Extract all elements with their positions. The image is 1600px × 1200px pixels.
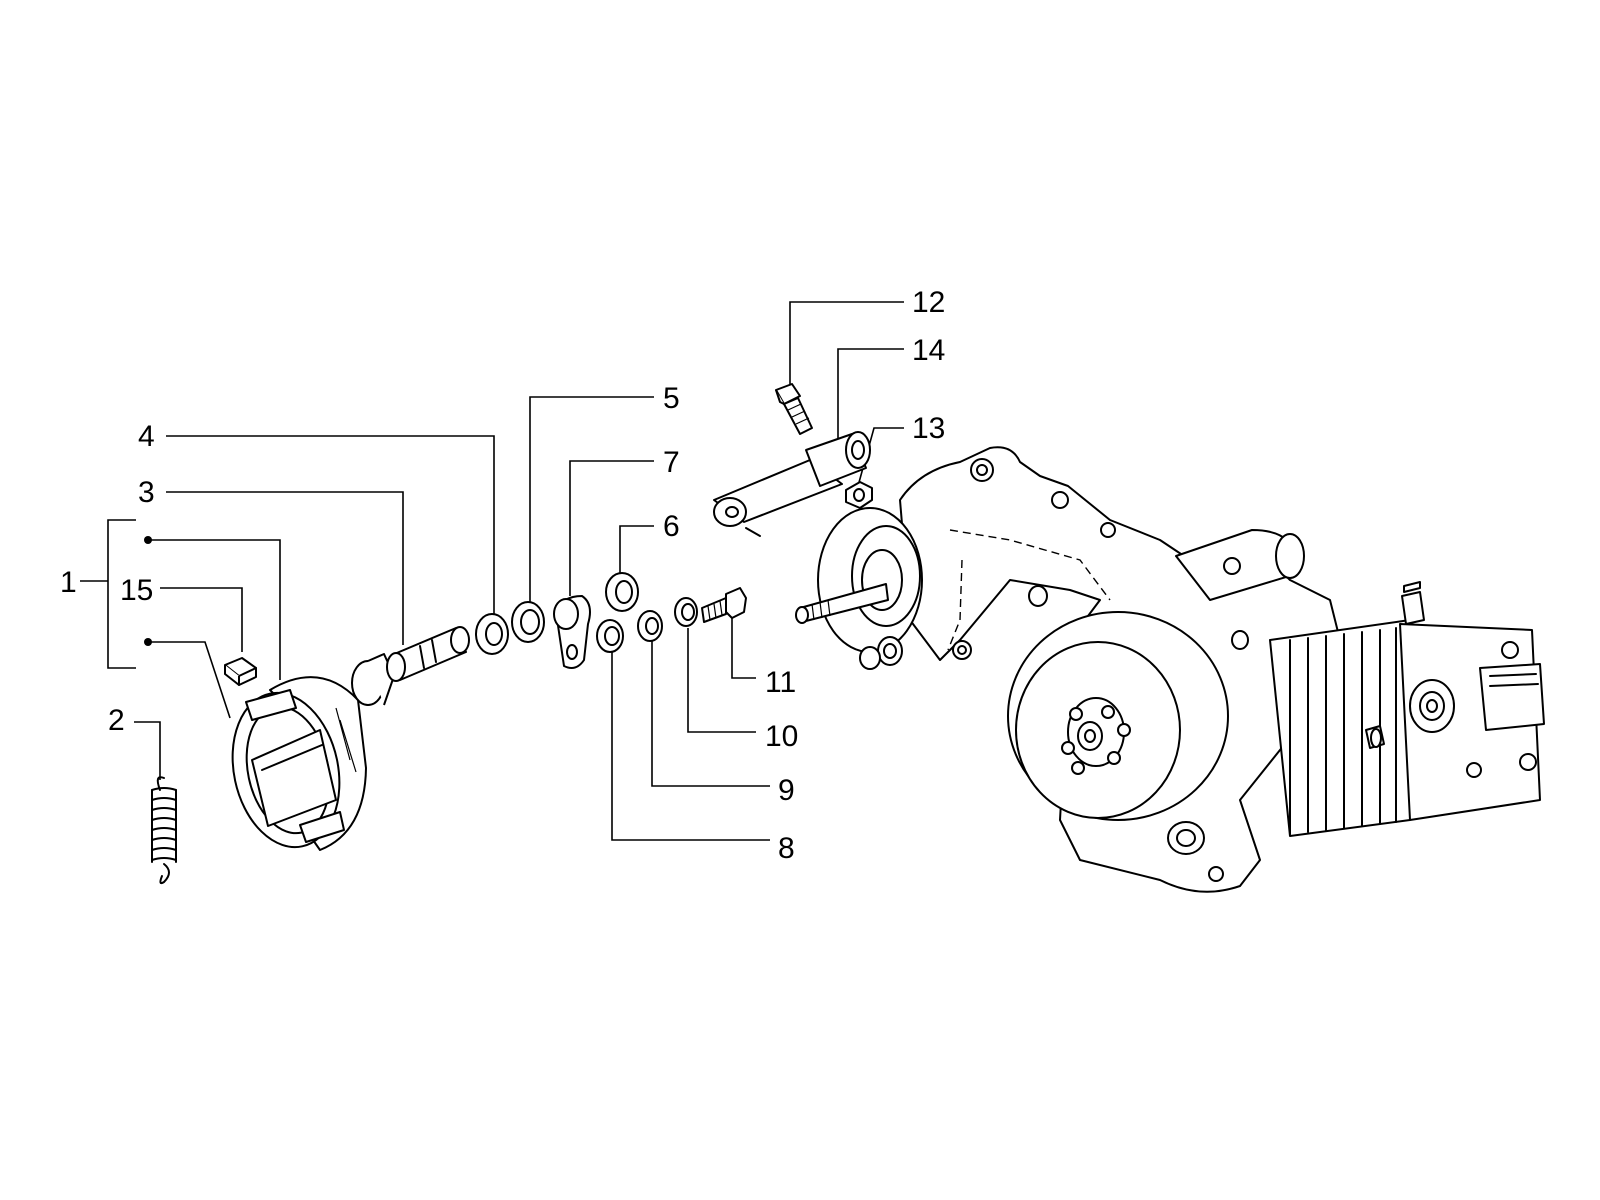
leader-lines xyxy=(80,301,904,841)
lever-7-part xyxy=(553,595,591,669)
washer-9-part xyxy=(637,610,663,642)
callout-6: 6 xyxy=(663,510,680,543)
callout-2: 2 xyxy=(108,704,125,737)
callout-15: 15 xyxy=(120,574,153,607)
brake-shoe-part xyxy=(231,676,367,851)
callout-3: 3 xyxy=(138,476,155,509)
callout-13: 13 xyxy=(912,412,945,445)
brake-lever-14-part xyxy=(713,431,871,537)
callout-4: 4 xyxy=(138,420,155,453)
shaft-part xyxy=(351,626,470,706)
callout-1: 1 xyxy=(60,566,77,599)
washer-8-part xyxy=(596,619,624,653)
callout-14: 14 xyxy=(912,334,945,367)
screw-12-part xyxy=(775,383,813,435)
washer-10-part xyxy=(674,597,698,627)
callout-5: 5 xyxy=(663,382,680,415)
callout-9: 9 xyxy=(778,774,795,807)
callout-10: 10 xyxy=(765,720,798,753)
callout-8: 8 xyxy=(778,832,795,865)
engine-assembly xyxy=(795,446,1545,893)
callout-11: 11 xyxy=(765,666,796,699)
washer-5-part xyxy=(511,601,545,643)
bearing-6-part xyxy=(605,572,639,612)
callout-7: 7 xyxy=(663,446,680,479)
callout-12: 12 xyxy=(912,286,945,319)
shoe-pad-part xyxy=(224,657,257,686)
bolt-11-part xyxy=(701,587,747,623)
nut-13-part xyxy=(845,481,873,509)
spring-part xyxy=(151,776,177,885)
seal-4-part xyxy=(475,613,509,655)
